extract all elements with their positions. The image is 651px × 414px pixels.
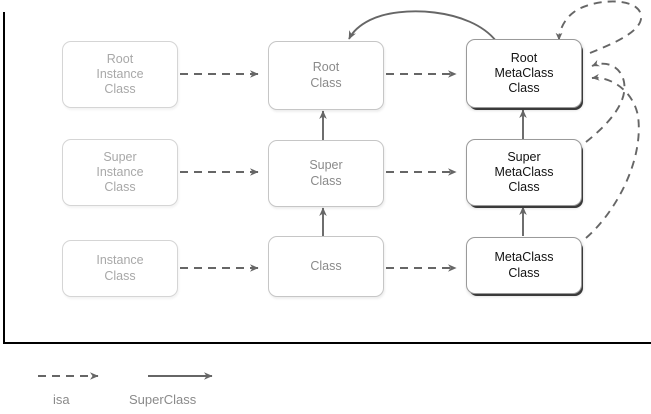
node-root-instance-class[interactable]: Root Instance Class (62, 41, 178, 108)
legend-isa-label: isa (53, 392, 70, 407)
edge-isa-root-metaclass-self-loop (555, 0, 643, 54)
node-super-instance-class[interactable]: Super Instance Class (62, 139, 178, 206)
edge-isa-metaclass-to-root-metaclass (585, 73, 640, 239)
node-super-metaclass-class[interactable]: Super MetaClass Class (466, 139, 582, 206)
node-class[interactable]: Class (268, 236, 384, 297)
frame-left-rule (3, 12, 5, 344)
node-super-class[interactable]: Super Class (268, 140, 384, 207)
edge-isa-super-metaclass-to-root-metaclass (585, 60, 626, 143)
edge-superclass-root-metaclass-to-root-class (348, 10, 497, 42)
node-root-metaclass-class[interactable]: Root MetaClass Class (466, 39, 582, 108)
node-metaclass-class[interactable]: MetaClass Class (466, 237, 582, 294)
node-root-class[interactable]: Root Class (268, 41, 384, 110)
node-instance-class[interactable]: Instance Class (62, 240, 178, 297)
legend-superclass-label: SuperClass (129, 392, 197, 407)
frame-bottom-rule (3, 342, 651, 344)
